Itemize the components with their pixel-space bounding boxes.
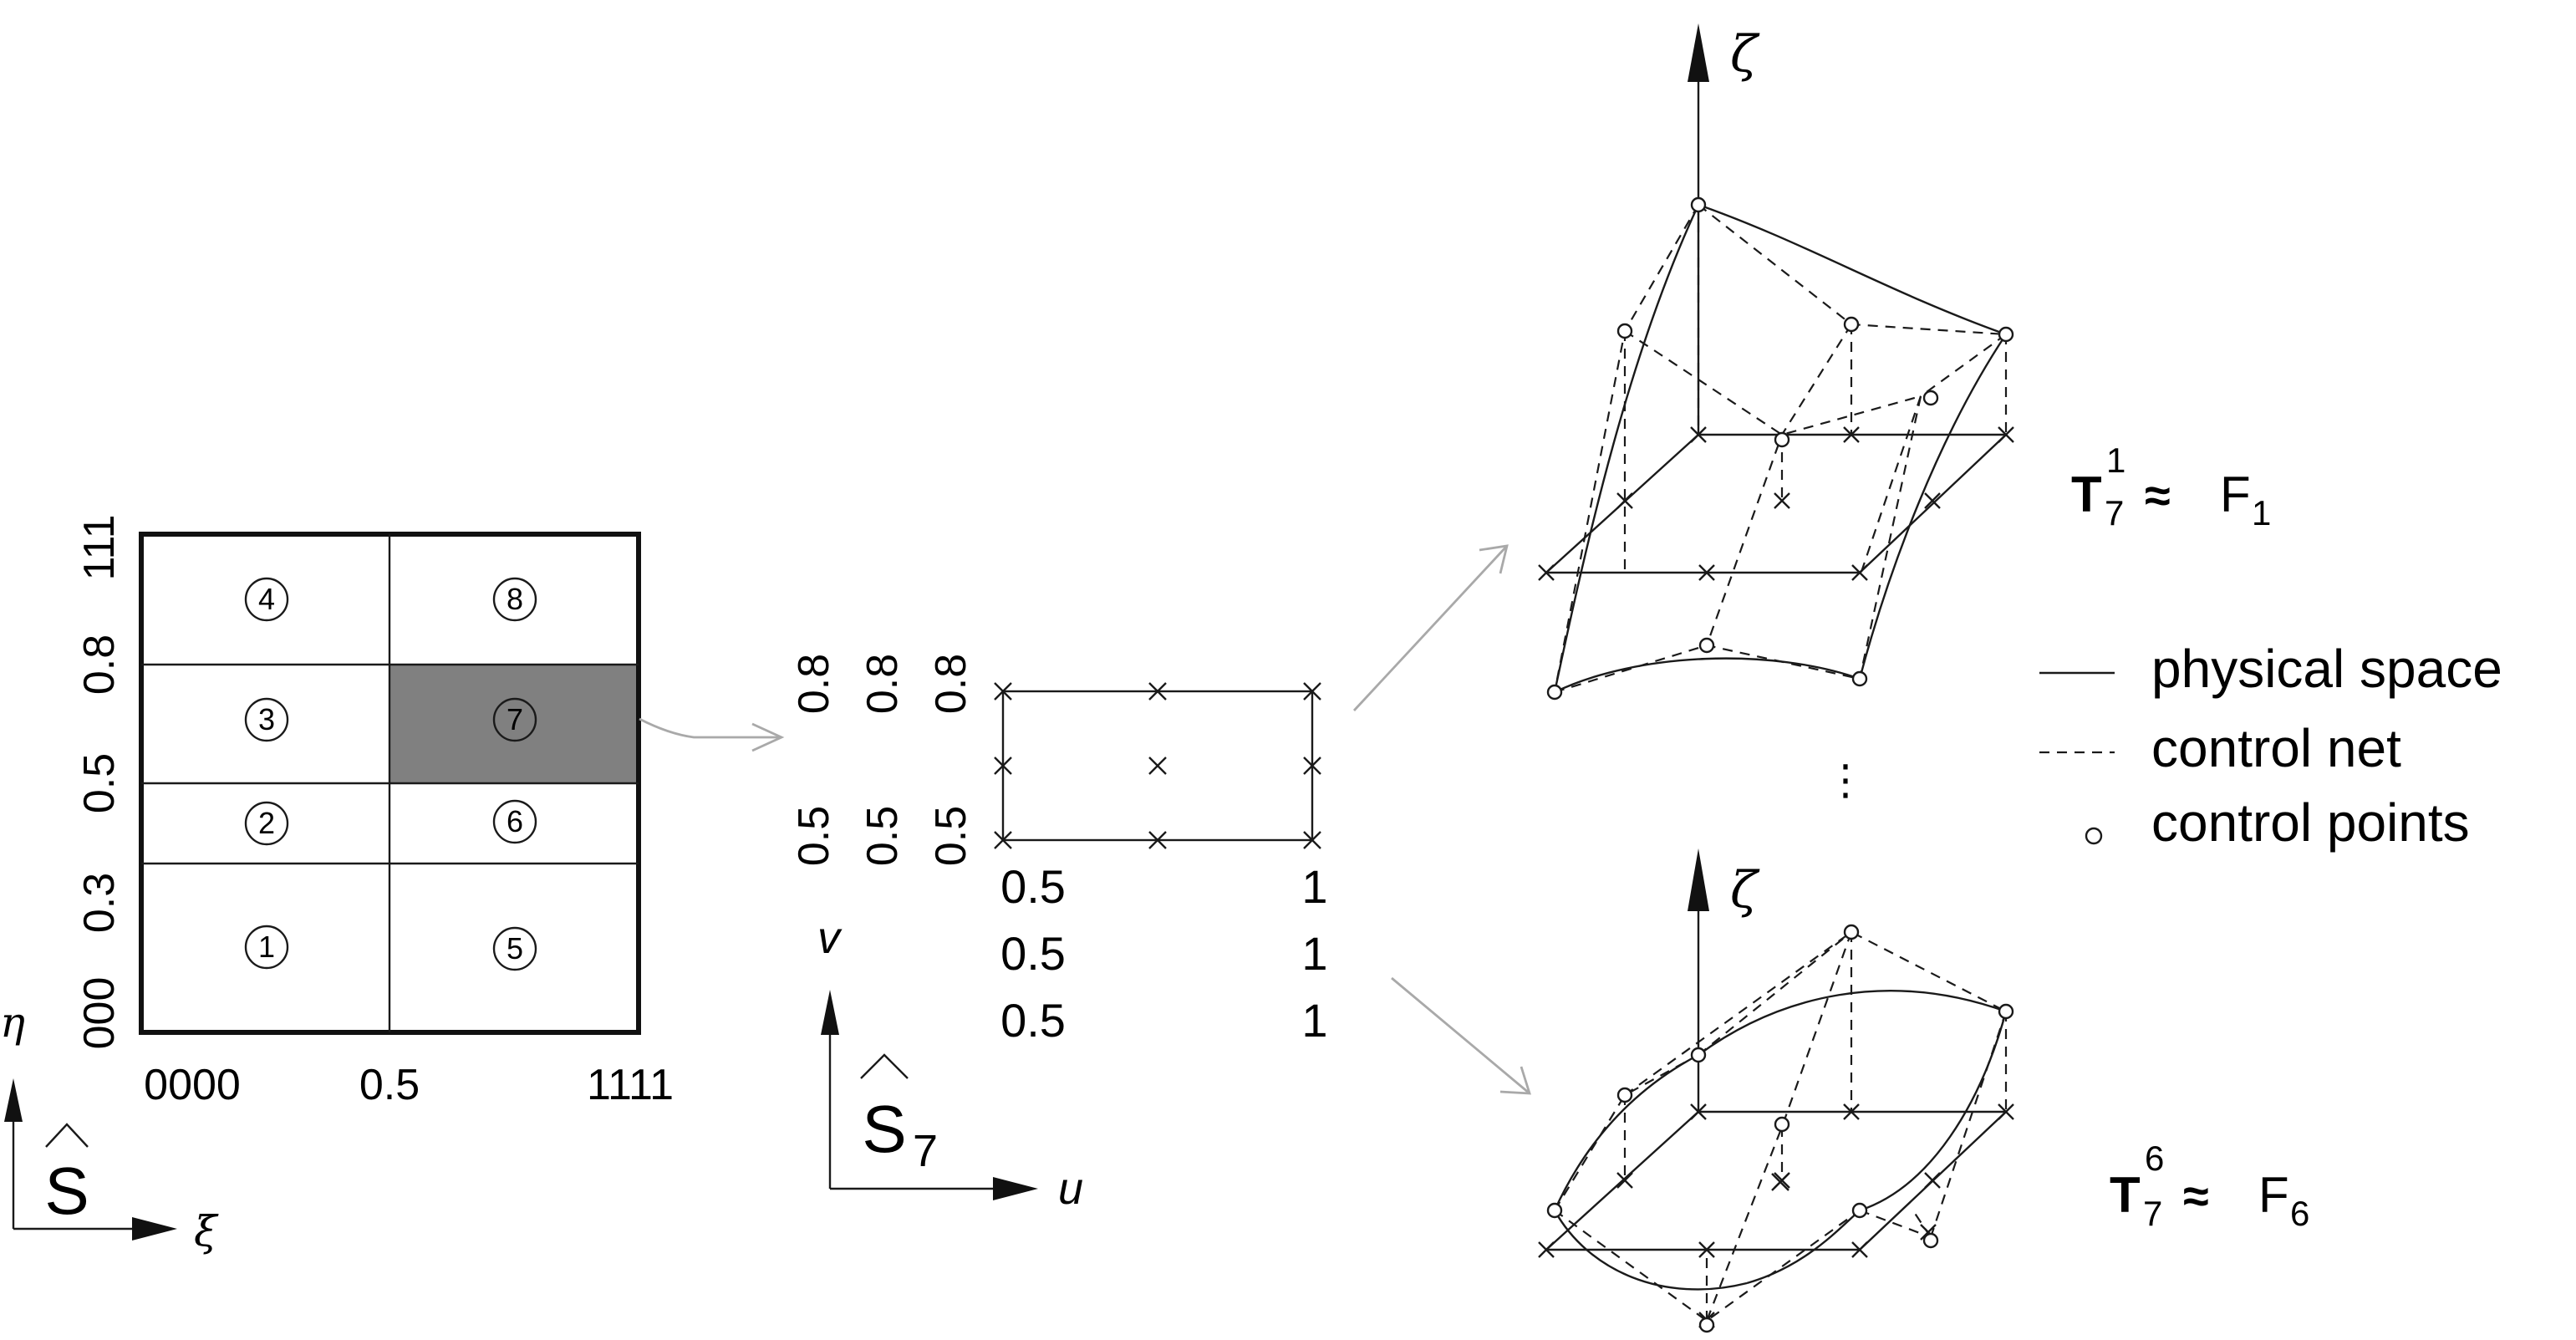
ellipsis: ⋮ xyxy=(1825,757,1866,803)
top-physical-surface xyxy=(1553,203,2007,694)
connector-arrow-to-subpatch xyxy=(639,717,785,752)
svg-text:control net: control net xyxy=(2151,718,2401,778)
top-surface: ζ xyxy=(1538,23,2014,701)
bottom-formula-sup: 6 xyxy=(2145,1139,2164,1178)
bottom-formula-f-sub: 6 xyxy=(2290,1194,2309,1233)
legend-item-physical-space: physical space xyxy=(2039,639,2502,699)
subpatch-crosses xyxy=(994,682,1321,849)
hat-icon xyxy=(860,1053,909,1079)
connector-arrow-to-top-surface xyxy=(1352,544,1509,711)
cell-label-5: 5 xyxy=(492,926,537,971)
subpatch-symbol-s-hat: S xyxy=(862,1092,906,1166)
subpatch-u-tick-left-2: 0.5 xyxy=(1000,994,1066,1047)
legend: physical space control net control point… xyxy=(2039,639,2502,853)
cell-label-8: 8 xyxy=(492,577,537,622)
top-surface-axis-zeta: ζ xyxy=(1730,25,1760,84)
domain-y-tick-1: 0.3 xyxy=(75,873,124,933)
zeta-arrow-icon xyxy=(1688,23,1709,82)
legend-item-control-net: control net xyxy=(2039,718,2401,778)
cell-label-4: 4 xyxy=(244,577,289,622)
domain-y-tick-0: 000 xyxy=(75,977,124,1050)
top-grid-plane xyxy=(1545,433,2007,574)
subpatch-u-tick-right-2: 1 xyxy=(1301,994,1327,1047)
svg-text:5: 5 xyxy=(507,931,523,966)
subpatch-v-tick-bottom-0: 0.5 xyxy=(790,806,838,866)
cell-label-7: 7 xyxy=(492,697,537,742)
zeta-arrow-icon xyxy=(1688,848,1709,911)
parameter-domain: 1 2 3 4 5 6 7 8 0000 xyxy=(0,514,674,1256)
sub-patch: 0.5 0.8 0.5 0.8 0.5 0.8 0.5 1 0.5 1 0.5 … xyxy=(790,654,1328,1214)
subpatch-u-tick-left-0: 0.5 xyxy=(1000,860,1066,913)
bottom-control-net xyxy=(1554,930,2008,1322)
subpatch-v-tick-top-1: 0.8 xyxy=(858,654,907,714)
top-formula-t: T xyxy=(2071,466,2102,522)
v-arrow-icon xyxy=(821,990,839,1035)
top-control-net xyxy=(1553,204,2008,694)
svg-text:control points: control points xyxy=(2151,792,2470,853)
bottom-surface-axis-zeta: ζ xyxy=(1730,861,1760,920)
subpatch-v-tick-bottom-1: 0.5 xyxy=(858,806,907,866)
bottom-formula-f: F xyxy=(2258,1167,2289,1223)
subpatch-axes: u v S 7 xyxy=(817,913,1083,1214)
bottom-formula-t: T xyxy=(2110,1167,2141,1223)
bottom-formula: T 6 7 ≈ F 6 xyxy=(2110,1139,2309,1233)
domain-axis-eta: η xyxy=(0,998,25,1047)
svg-text:1: 1 xyxy=(258,930,275,964)
top-crosses xyxy=(1538,426,2014,581)
domain-axis-xi: ξ xyxy=(194,1207,219,1256)
cell-label-2: 2 xyxy=(244,801,289,846)
subpatch-v-tick-top-2: 0.8 xyxy=(927,654,975,714)
subpatch-v-tick-top-0: 0.8 xyxy=(790,654,838,714)
svg-text:6: 6 xyxy=(507,804,523,838)
domain-x-tick-1: 0.5 xyxy=(359,1061,420,1109)
svg-text:3: 3 xyxy=(258,702,275,736)
legend-item-control-points: control points xyxy=(2085,792,2470,853)
top-control-points xyxy=(1546,196,2014,701)
connector-arrow-to-bottom-surface xyxy=(1391,976,1531,1095)
subpatch-u-tick-right-0: 1 xyxy=(1301,860,1327,913)
legend-circle-icon xyxy=(2085,827,2103,845)
cell-label-6: 6 xyxy=(492,799,537,844)
top-formula: T 1 7 ≈ F 1 xyxy=(2071,441,2271,532)
top-formula-sub: 7 xyxy=(2105,493,2124,532)
top-formula-approx: ≈ xyxy=(2145,469,2171,522)
top-formula-sup: 1 xyxy=(2106,441,2125,480)
bottom-physical-surface xyxy=(1553,990,2008,1291)
svg-text:2: 2 xyxy=(258,806,275,840)
bottom-formula-sub: 7 xyxy=(2143,1194,2162,1233)
bottom-surface: ζ xyxy=(1538,848,2014,1333)
bottom-crosses xyxy=(1538,1103,2014,1328)
xi-arrow-icon xyxy=(132,1217,177,1241)
subpatch-u-tick-left-1: 0.5 xyxy=(1000,927,1066,980)
bottom-grid-plane xyxy=(1545,1110,2007,1251)
subpatch-symbol-subscript: 7 xyxy=(913,1126,938,1176)
hat-icon xyxy=(45,1123,89,1148)
domain-axes: ξ η S xyxy=(0,998,219,1256)
subpatch-v-tick-bottom-2: 0.5 xyxy=(927,806,975,866)
domain-y-tick-3: 0.8 xyxy=(75,634,124,695)
domain-x-tick-0: 0000 xyxy=(144,1061,241,1109)
svg-text:7: 7 xyxy=(507,702,523,736)
domain-y-tick-2: 0.5 xyxy=(75,753,124,813)
subpatch-u-tick-right-1: 1 xyxy=(1301,927,1327,980)
cell-label-3: 3 xyxy=(244,697,289,742)
cell-label-1: 1 xyxy=(244,925,289,970)
top-formula-f-sub: 1 xyxy=(2252,493,2271,532)
svg-text:4: 4 xyxy=(258,582,275,616)
subpatch-axis-v: v xyxy=(817,913,843,963)
subpatch-axis-u: u xyxy=(1058,1164,1083,1214)
svg-text:8: 8 xyxy=(507,582,523,616)
bottom-formula-approx: ≈ xyxy=(2183,1169,2209,1222)
svg-text:physical space: physical space xyxy=(2151,639,2502,699)
domain-symbol-s-hat: S xyxy=(44,1154,89,1228)
domain-x-tick-2: 1111 xyxy=(587,1061,674,1109)
domain-y-tick-4: 111 xyxy=(75,514,124,580)
bottom-control-points xyxy=(1546,924,2014,1333)
top-formula-f: F xyxy=(2220,466,2251,522)
u-arrow-icon xyxy=(993,1177,1038,1200)
eta-arrow-icon xyxy=(4,1078,23,1122)
